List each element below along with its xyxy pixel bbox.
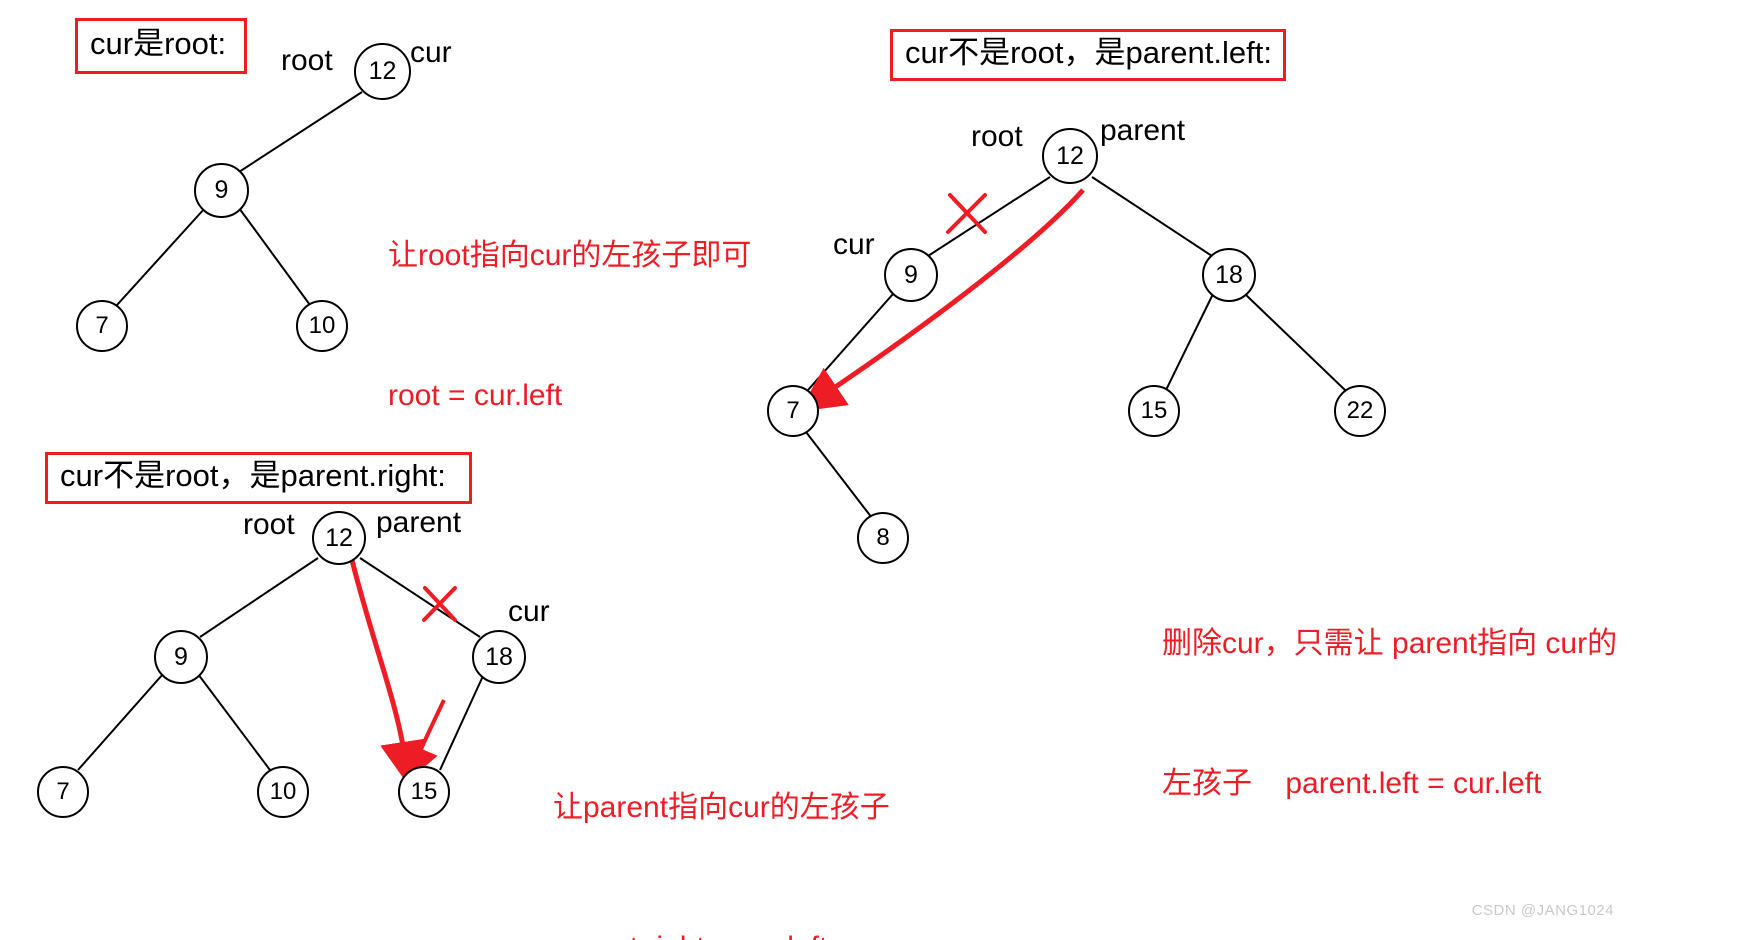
node-15-case-parent-right: 15: [398, 766, 450, 818]
tree-edges-case-parent-right: [77, 557, 484, 771]
node-12-case-root: 12: [354, 43, 411, 100]
label-cur-case-parent-right: cur: [508, 595, 550, 628]
label-root-case-root: root: [281, 44, 333, 77]
label-cur-case-root: cur: [410, 36, 452, 69]
node-12-case-parent-right: 12: [312, 511, 366, 565]
title-box-case-parent-right: cur不是root，是parent.right:: [45, 452, 472, 504]
redirect-arrow-parent-left: [798, 188, 1085, 412]
note-case-parent-left-line1: 删除cur，只需让 parent指向 cur的: [1162, 627, 1618, 660]
node-7-case-parent-left: 7: [767, 385, 819, 437]
note-case-root-line1: 让root指向cur的左孩子即可: [388, 239, 752, 272]
node-9-case-parent-left: 9: [884, 248, 938, 302]
cut-x-mark-parent-right: [422, 586, 457, 622]
node-9-case-root: 9: [194, 163, 249, 218]
tree-edges-case-parent-left: [805, 176, 1346, 519]
node-10-case-parent-right: 10: [257, 766, 309, 818]
note-case-parent-left: 删除cur，只需让 parent指向 cur的 左孩子 parent.left …: [1162, 528, 1617, 900]
title-case-parent-left: cur不是root，是parent.left:: [905, 34, 1272, 70]
redirect-arrow-parent-right: [349, 559, 425, 787]
label-cur-case-parent-left: cur: [833, 228, 875, 261]
note-case-root-line2: root = cur.left: [388, 378, 563, 412]
node-22-case-parent-left: 22: [1334, 385, 1386, 437]
node-12-case-parent-left: 12: [1042, 128, 1098, 184]
title-box-case-root: cur是root:: [75, 18, 247, 74]
node-9-case-parent-right: 9: [154, 630, 208, 684]
note-case-parent-right: 让parent指向cur的左孩子 parent.right = cur.left: [553, 692, 890, 940]
label-root-case-parent-right: root: [243, 508, 295, 541]
cut-x-mark-parent-left: [946, 193, 987, 234]
note-case-parent-right-line2: parent.right = cur.left: [553, 925, 890, 940]
node-18-case-parent-right: 18: [472, 630, 526, 684]
node-10-case-root: 10: [296, 300, 348, 352]
title-case-root: cur是root:: [90, 25, 227, 61]
note-case-parent-right-line1: 让parent指向cur的左孩子: [553, 791, 890, 824]
title-box-case-parent-left: cur不是root，是parent.left:: [890, 29, 1286, 81]
redirect-arrow-parent-right-secondary: [404, 699, 446, 782]
node-18-case-parent-left: 18: [1202, 248, 1256, 302]
node-15-case-parent-left: 15: [1128, 385, 1180, 437]
watermark-label: CSDN @JANG1024: [1471, 902, 1614, 919]
node-7-case-parent-right: 7: [37, 766, 89, 818]
title-case-parent-right: cur不是root，是parent.right:: [60, 457, 446, 493]
node-8-case-parent-left: 8: [857, 512, 909, 564]
note-case-root: 让root指向cur的左孩子即可 root = cur.left: [388, 140, 751, 512]
label-root-case-parent-left: root: [971, 120, 1023, 153]
note-case-parent-left-line2: 左孩子 parent.left = cur.left: [1162, 766, 1542, 800]
node-7-case-root: 7: [76, 300, 128, 352]
label-parent-case-parent-left: parent: [1100, 114, 1186, 147]
label-parent-case-parent-right: parent: [376, 506, 462, 539]
